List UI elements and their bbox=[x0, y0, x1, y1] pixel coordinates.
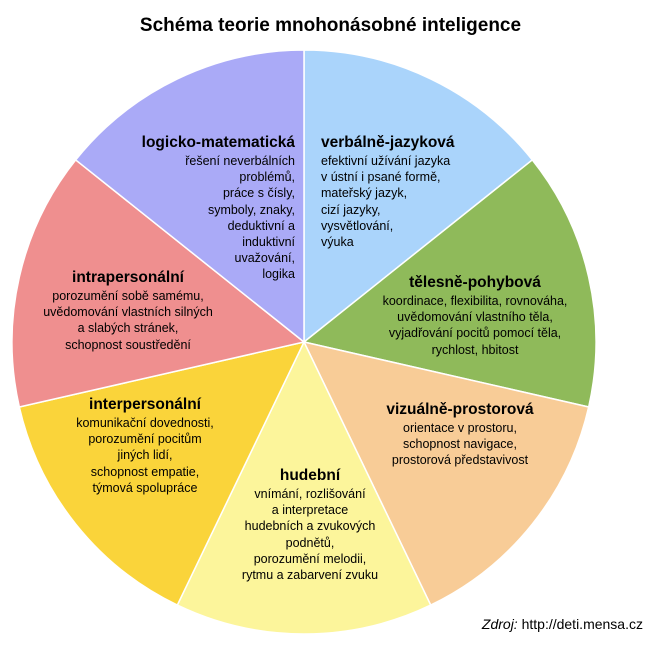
segment-line: deduktivní a bbox=[227, 218, 295, 233]
segment-line: uvažování, bbox=[234, 251, 295, 266]
segment-text-bodily: tělesně-pohybová koordinace, flexibilita… bbox=[360, 273, 590, 358]
segment-line: orientace v prostoru, bbox=[403, 421, 517, 435]
segment-line: uvědomování vlastního těla, bbox=[397, 310, 553, 325]
segment-line: vysvětlování, bbox=[321, 218, 394, 233]
segment-text-logical: logicko-matematická řešení neverbálních … bbox=[142, 133, 295, 283]
segment-title-musical: hudební bbox=[279, 467, 341, 484]
segment-title-interpersonal: interpersonální bbox=[89, 396, 201, 413]
segment-line: v ústní i psané formě, bbox=[321, 170, 441, 185]
segment-verbal bbox=[303, 49, 534, 344]
segment-line: porozumění sobě samému, bbox=[52, 289, 204, 303]
segment-text-interpersonal: interpersonální komunikační dovednosti, … bbox=[55, 395, 235, 496]
segment-line: koordinace, flexibilita, rovnováha, bbox=[382, 294, 568, 308]
segment-line: problémů, bbox=[239, 170, 295, 185]
segment-line: porozumění melodii, bbox=[253, 551, 367, 566]
segment-line: vnímání, rozlišování bbox=[254, 487, 366, 501]
segment-line: vyjadřování pocitů pomocí těla, bbox=[388, 326, 562, 341]
segment-line: řešení neverbálních bbox=[185, 154, 295, 168]
segment-text-verbal: verbálně-jazyková efektivní užívání jazy… bbox=[321, 133, 455, 250]
segment-title-logical: logicko-matematická bbox=[141, 134, 295, 151]
segment-title-verbal: verbálně-jazyková bbox=[321, 134, 455, 151]
segment-line: schopnost empatie, bbox=[90, 464, 200, 479]
segment-interpersonal bbox=[18, 340, 306, 607]
segment-line: rychlost, hbitost bbox=[431, 342, 519, 357]
segment-line: prostorová představivost bbox=[391, 453, 529, 468]
segment-line: logika bbox=[262, 267, 295, 282]
segment-title-bodily: tělesně-pohybová bbox=[409, 274, 541, 291]
segment-bodily bbox=[302, 158, 597, 408]
segment-line: schopnost soustředění bbox=[65, 337, 191, 352]
segment-line: a interpretace bbox=[271, 503, 349, 518]
segment-line: práce s čísly, bbox=[222, 186, 295, 201]
segment-line: uvědomování vlastních silných bbox=[43, 305, 213, 320]
segment-title-intrapersonal: intrapersonální bbox=[72, 269, 184, 286]
segment-line: schopnost navigace, bbox=[403, 437, 517, 452]
segment-line: komunikační dovednosti, bbox=[76, 416, 214, 430]
segment-line: rytmu a zabarvení zvuku bbox=[241, 568, 379, 583]
source-label: Zdroj: bbox=[481, 616, 518, 632]
source-url[interactable]: http://deti.mensa.cz bbox=[521, 616, 643, 632]
segment-text-spatial: vizuálně-prostorová orientace v prostoru… bbox=[365, 400, 555, 469]
segment-line: efektivní užívání jazyka bbox=[321, 154, 451, 168]
segment-logical bbox=[74, 49, 305, 344]
segment-line: podnětů, bbox=[285, 535, 335, 550]
segment-line: cizí jazyky, bbox=[321, 202, 381, 217]
segment-line: týmová spolupráce bbox=[92, 480, 198, 495]
segment-line: porozumění pocitům bbox=[88, 432, 202, 447]
segment-line: induktivní bbox=[242, 235, 295, 250]
segment-line: mateřský jazyk, bbox=[321, 186, 408, 201]
segment-line: hudebních a zvukových bbox=[244, 519, 376, 534]
segment-text-musical: hudební vnímání, rozlišování a interpret… bbox=[220, 466, 400, 583]
segment-title-spatial: vizuálně-prostorová bbox=[386, 401, 534, 418]
segment-line: symboly, znaky, bbox=[207, 202, 295, 217]
segment-line: výuka bbox=[321, 235, 354, 250]
segment-line: jiných lidí, bbox=[117, 448, 173, 463]
segment-intrapersonal bbox=[11, 158, 306, 408]
segment-text-intrapersonal: intrapersonální porozumění sobě samému, … bbox=[28, 268, 228, 353]
segment-spatial bbox=[302, 340, 590, 607]
diagram-title: Schéma teorie mnohonásobné inteligence bbox=[139, 15, 522, 36]
source-credit: Zdroj: http://deti.mensa.cz bbox=[482, 616, 643, 632]
segment-line: a slabých stránek, bbox=[77, 321, 179, 336]
segment-musical bbox=[176, 340, 432, 635]
